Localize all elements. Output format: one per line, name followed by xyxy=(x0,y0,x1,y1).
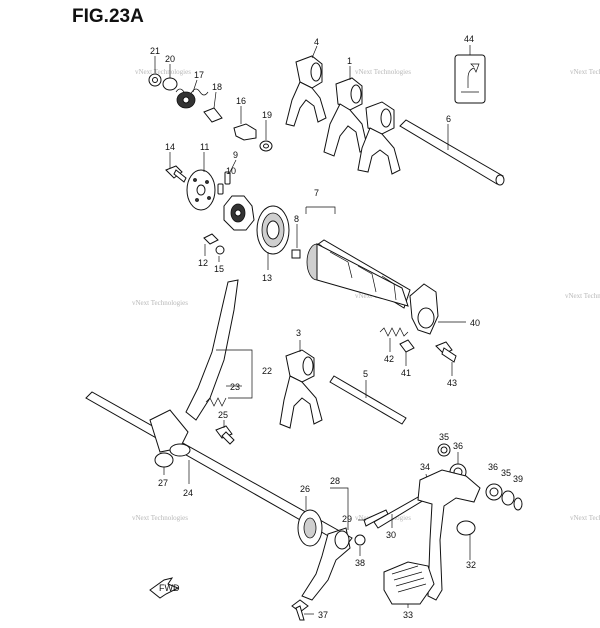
callout-3: 3 xyxy=(296,328,301,338)
callout-22: 22 xyxy=(262,366,272,376)
callout-11: 11 xyxy=(200,142,209,152)
callout-14: 14 xyxy=(165,142,175,152)
callout-26: 26 xyxy=(300,484,310,494)
part-41-pin xyxy=(399,339,415,366)
part-1-shift-fork-right xyxy=(357,101,401,175)
part-19-washer xyxy=(259,120,273,152)
part-32-shift-pedal xyxy=(417,469,481,601)
callout-43: 43 xyxy=(447,378,457,388)
part-33-pedal-rubber xyxy=(383,561,435,608)
watermark-text: vNext Technologies xyxy=(570,514,600,522)
callout-33: 33 xyxy=(403,610,413,620)
callout-35: 35 xyxy=(439,432,449,442)
part-35-oring-right xyxy=(501,490,515,506)
watermark-text: vNext Technologies xyxy=(132,299,188,307)
part-15-washer xyxy=(215,245,225,262)
callout-1: 1 xyxy=(347,56,352,66)
callout-38: 38 xyxy=(355,558,365,568)
part-40-cam-guide xyxy=(409,283,466,335)
callout-39: 39 xyxy=(513,474,523,484)
callout-37: 37 xyxy=(318,610,328,620)
callout-42: 42 xyxy=(384,354,394,364)
callout-labels: 21 20 17 18 16 19 4 1 6 44 14 11 9 10 7 … xyxy=(150,34,523,620)
callout-9: 9 xyxy=(233,150,238,160)
part-42-spring xyxy=(379,327,409,352)
part-20-collar xyxy=(162,64,178,91)
part-16-pin xyxy=(233,106,257,141)
part-36-washer-right xyxy=(485,483,503,501)
part-17-spring xyxy=(175,79,209,109)
watermark-text: vNext Technologies xyxy=(132,514,188,522)
callout-24: 24 xyxy=(183,488,193,498)
part-18-pin xyxy=(203,91,223,123)
callout-4: 4 xyxy=(314,37,319,47)
watermark-text: vNext Technologies xyxy=(355,68,411,76)
fwd-arrow: FWD xyxy=(149,577,180,599)
callout-34: 34 xyxy=(420,462,430,472)
part-43-bolt xyxy=(435,341,457,376)
part-38-nut xyxy=(354,534,366,556)
part-27-collar xyxy=(154,452,174,475)
callout-5: 5 xyxy=(363,369,368,379)
callout-21: 21 xyxy=(150,46,160,56)
part-25-bolt xyxy=(215,420,235,445)
part-10-pin xyxy=(217,183,224,195)
part-1-shift-fork xyxy=(323,66,369,157)
part-35-oring xyxy=(437,443,451,457)
fwd-label: FWD xyxy=(159,583,180,593)
callout-12: 12 xyxy=(198,258,208,268)
part-39-clip xyxy=(513,497,523,511)
part-4-shift-fork xyxy=(285,45,327,127)
part-8-pin xyxy=(291,224,301,259)
figure-title: FIG.23A xyxy=(72,6,144,27)
part-21-washer xyxy=(148,56,162,87)
callout-28: 28 xyxy=(330,476,340,486)
callout-17: 17 xyxy=(194,70,204,80)
callout-36-right: 36 xyxy=(488,462,498,472)
part-22-shift-arm xyxy=(185,279,253,421)
callout-13: 13 xyxy=(262,273,272,283)
callout-16: 16 xyxy=(236,96,246,106)
part-12-bolt xyxy=(203,233,219,256)
callout-30: 30 xyxy=(386,530,396,540)
watermark-text: vNext Technologies xyxy=(570,68,600,76)
part-37-bolt xyxy=(291,599,314,621)
callout-27: 27 xyxy=(158,478,168,488)
callout-40: 40 xyxy=(470,318,480,328)
part-28-shift-arm xyxy=(301,487,351,601)
callout-10: 10 xyxy=(226,166,236,176)
callout-41: 41 xyxy=(401,368,411,378)
callout-6: 6 xyxy=(446,114,451,124)
watermark-text: vNext Technologies xyxy=(135,68,191,76)
callout-19: 19 xyxy=(262,110,272,120)
part-11-cam-plate xyxy=(186,152,216,211)
callout-23: 23 xyxy=(230,382,240,392)
part-23-spring xyxy=(205,385,242,407)
part-3-shift-fork xyxy=(279,340,323,429)
watermark-text: vNext Technologies xyxy=(565,292,600,300)
part-14-bolt xyxy=(165,152,187,183)
callout-7: 7 xyxy=(314,188,319,198)
callout-36: 36 xyxy=(453,441,463,451)
part-7-shift-cam-drum xyxy=(305,206,411,309)
callout-20: 20 xyxy=(165,54,175,64)
part-6-fork-shaft xyxy=(399,119,505,186)
part-9-pin xyxy=(224,159,237,185)
callout-15: 15 xyxy=(214,264,224,274)
callout-44: 44 xyxy=(464,34,474,44)
callout-25: 25 xyxy=(218,410,228,420)
callout-35-right: 35 xyxy=(501,468,511,478)
part-13-bearing xyxy=(256,205,290,270)
part-24-gearshift-shaft xyxy=(85,391,353,547)
callout-29: 29 xyxy=(342,514,352,524)
callout-18: 18 xyxy=(212,82,222,92)
part-5-fork-shaft xyxy=(329,375,407,425)
callout-8: 8 xyxy=(294,214,299,224)
part-cam-stopper-star xyxy=(223,195,255,231)
callout-32: 32 xyxy=(466,560,476,570)
part-44-label-plate xyxy=(454,45,486,104)
